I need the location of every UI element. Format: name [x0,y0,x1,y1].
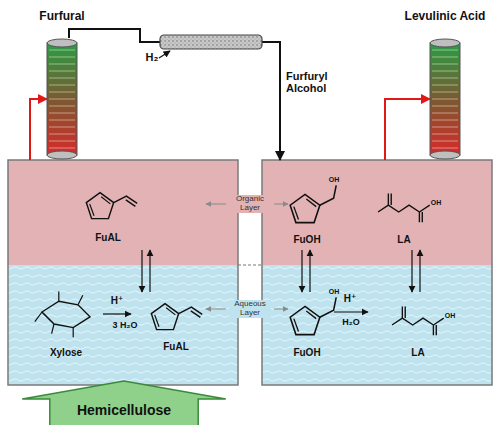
aqueous-layer: FuOH H⁺ H₂O LA [262,265,492,385]
species-label: H⁺ [344,293,357,305]
species-label: H⁺ [111,295,124,307]
organic-layer: FuOH LA [262,160,492,265]
species-label: 3 H₂O [112,320,137,330]
atom-label: OH [326,176,342,184]
atom-label: OH [326,288,342,296]
organic-layer: FuAL [8,160,238,265]
vapour-arrow [385,99,430,160]
atom-label: OH [428,199,444,207]
species-label: FuOH [293,347,320,359]
feed-arrow: Hemicellulose [18,381,230,425]
species-label: LA [411,347,424,359]
species-label: Xylose [50,347,82,359]
distillation-column: Furfural [47,38,77,160]
vapour-arrow [30,99,47,160]
species-label: FuAL [95,232,121,244]
column-shape [430,38,460,160]
layer-label: Aqueous Layer [229,300,271,318]
species-label: FuAL [163,341,189,353]
aqueous-layer: Xylose H⁺ 3 H₂O FuAL [8,265,238,385]
column-shape [47,38,77,160]
layer-label: Organic Layer [229,195,271,213]
species-label: H₂O [342,317,360,327]
gas-label: H₂ [142,51,162,63]
flow-arrow [69,29,280,160]
species-label: LA [397,234,410,246]
column-heading: Levulinic Acid [405,10,486,24]
column-heading: Furfural [39,10,84,24]
species-label: FuOH [293,234,320,246]
feed-label: Hemicellulose [77,402,171,418]
distillation-column: Levulinic Acid [430,38,460,160]
atom-label: OH [442,312,458,320]
flow-label: Furfuryl Alcohol [286,70,350,94]
